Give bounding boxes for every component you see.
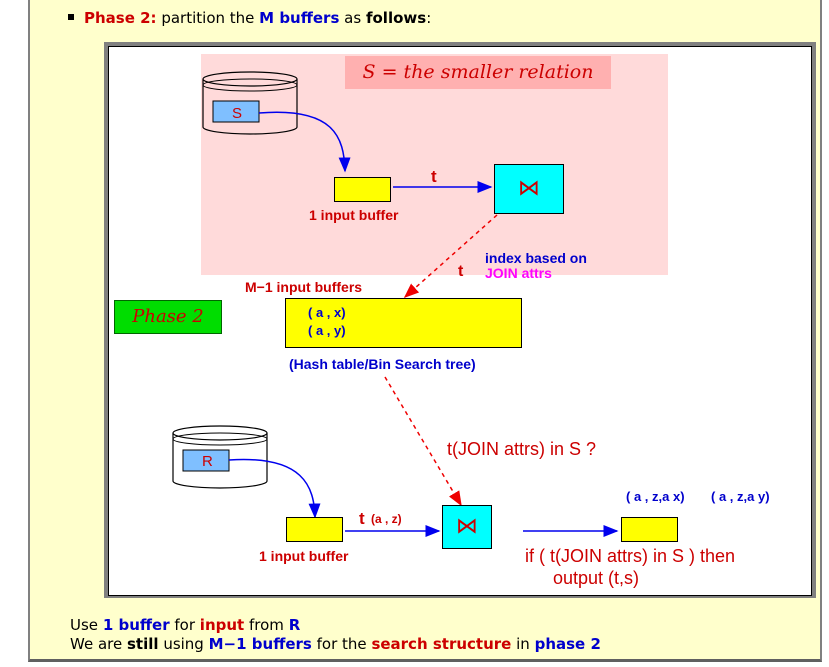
if-condition-line1: if ( t(JOIN attrs) in S ) then — [525, 546, 736, 566]
hash-row-2: ( a , y) — [308, 323, 346, 338]
bl2-c: using — [163, 635, 204, 653]
bottom-input-buffer-label: 1 input buffer — [259, 548, 349, 564]
t-top-label: t — [431, 167, 437, 186]
bl2-a: We are — [70, 635, 123, 653]
probe-question: t(JOIN attrs) in S ? — [447, 439, 597, 459]
bl1-e: from — [249, 616, 284, 634]
bl2-e: for the — [316, 635, 367, 653]
bottom-line-1: Use 1 buffer for input from R — [70, 616, 300, 634]
diagram-graphics — [172, 71, 619, 537]
bottom-input-buffer — [286, 517, 343, 542]
output-buffer — [621, 517, 678, 542]
output-tuple-2: ( a , z,a y) — [711, 489, 770, 504]
phase2-term: phase 2 — [534, 635, 601, 653]
bl1-a: Use — [70, 616, 99, 634]
top-input-buffer — [334, 177, 391, 202]
join-icon: ⋈ — [456, 514, 478, 539]
bl2-g: in — [516, 635, 530, 653]
m-buffers-term: M buffers — [259, 9, 340, 27]
hash-caption: (Hash table/Bin Search tree) — [289, 356, 476, 372]
r-disk-icon — [172, 425, 268, 489]
r-label: R — [202, 453, 213, 470]
one-buffer-term: 1 buffer — [102, 616, 170, 634]
phase2-bullet: Phase 2: partition the M buffers as foll… — [68, 9, 431, 27]
phase2-badge: Phase 2 — [114, 300, 222, 334]
figure-frame: S = the smaller relation Phase 2 — [104, 42, 816, 598]
phase-label: Phase 2: — [84, 9, 157, 27]
input-term: input — [199, 616, 245, 634]
m1-buffers-label: M−1 input buffers — [245, 279, 363, 295]
hash-row-1: ( a , x) — [308, 305, 346, 320]
index-label-1: index based on — [485, 250, 587, 266]
bottom-line-2: We are still using M−1 buffers for the s… — [70, 635, 601, 653]
join-diagram: S = the smaller relation Phase 2 — [108, 46, 812, 596]
bullet-text-1: partition the — [161, 9, 255, 27]
follows-term: follows — [365, 9, 427, 27]
m1-buffers-term: M−1 buffers — [208, 635, 312, 653]
top-input-buffer-label: 1 input buffer — [309, 207, 399, 223]
join-icon: ⋈ — [518, 176, 540, 201]
still-term: still — [127, 635, 159, 653]
r-term: R — [288, 616, 301, 634]
t-bottom-tuple: (a , z) — [371, 512, 402, 526]
s-label: S — [232, 105, 243, 122]
bullet-text-2: as — [344, 9, 362, 27]
t-bottom-label: t — [359, 509, 365, 528]
bullet-marker — [68, 13, 74, 20]
bl1-c: for — [174, 616, 196, 634]
search-structure-term: search structure — [371, 635, 512, 653]
bullet-colon: : — [426, 9, 432, 27]
output-tuple-1: ( a , z,a x) — [626, 489, 685, 504]
top-join-box: ⋈ — [494, 164, 564, 214]
t-diagonal-label: t — [458, 263, 464, 280]
s-disk-icon — [202, 71, 298, 135]
if-condition-line2: output (t,s) — [553, 568, 640, 588]
hash-table-box: ( a , x) ( a , y) — [285, 298, 522, 348]
index-label-2: JOIN attrs — [485, 265, 552, 281]
diagram-title: S = the smaller relation — [345, 56, 611, 89]
bottom-join-box: ⋈ — [442, 505, 492, 549]
